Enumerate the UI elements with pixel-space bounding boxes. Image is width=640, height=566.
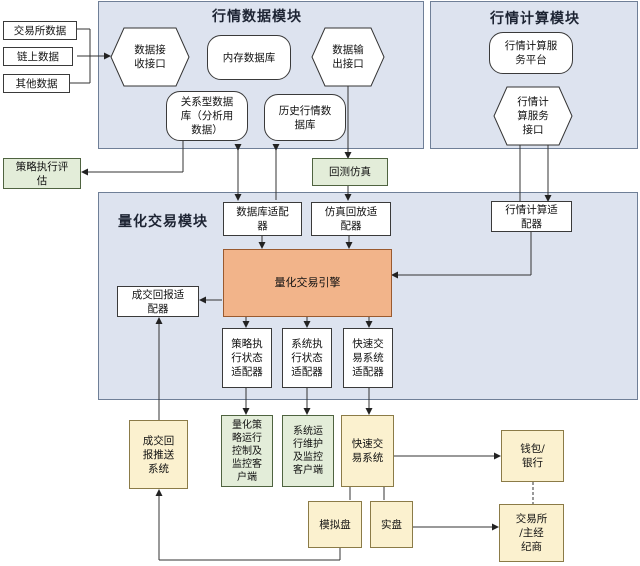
market-calc-service-platform: 行情计算服 务平台 [489, 32, 573, 74]
data-receive-interface: 数据接 收接口 [110, 27, 190, 87]
strategy-execution-evaluation: 策略执行评 估 [3, 158, 81, 189]
fill-report-adapter: 成交回报适 配器 [117, 286, 199, 317]
exchange-data-source: 交易所数据 [3, 21, 77, 40]
data-output-interface-label: 数据输 出接口 [332, 44, 364, 70]
fast-trading-system: 快速交 易系统 [341, 415, 394, 487]
market-calc-service-interface-label: 行情计 算服务 接口 [517, 96, 549, 136]
history-market-database: 历史行情数 据库 [264, 94, 346, 141]
strategy-state-adapter: 策略执 行状态 适配器 [222, 328, 272, 388]
exchange-prime-broker: 交易所 /主经 纪商 [499, 504, 564, 562]
data-output-interface: 数据输 出接口 [311, 27, 385, 87]
fill-push-system: 成交回 报推送 系统 [129, 420, 188, 489]
market-data-module-title: 行情数据模块 [212, 9, 302, 25]
data-receive-interface-label: 数据接 收接口 [134, 44, 166, 70]
system-ops-client: 系统运 行维护 及监控 客户端 [282, 415, 334, 487]
quant-trading-engine: 量化交易引擎 [223, 249, 392, 317]
market-calc-service-interface: 行情计 算服务 接口 [493, 86, 573, 146]
onchain-data-source: 链上数据 [3, 47, 73, 66]
market-calc-module-title: 行情计算模块 [490, 11, 580, 27]
other-data-source: 其他数据 [3, 74, 70, 93]
system-state-adapter: 系统执 行状态 适配器 [282, 328, 332, 388]
fast-trade-system-adapter: 快速交 易系统 适配器 [343, 328, 393, 388]
relational-database: 关系型数据 库（分析用 数据） [166, 91, 248, 141]
wallet-bank: 钱包/ 银行 [501, 430, 564, 482]
quant-strategy-client: 量化策 略运行 控制及 监控客 户端 [221, 415, 273, 487]
sim-backtest-adapter: 仿真回放适 配器 [311, 202, 391, 236]
memory-database: 内存数据库 [207, 35, 291, 80]
real-trading: 实盘 [370, 501, 413, 548]
simulated-trading: 模拟盘 [308, 501, 362, 548]
quant-trade-module-title: 量化交易模块 [118, 214, 208, 230]
database-adapter: 数据库适配 器 [223, 202, 302, 236]
backtest-simulation: 回测仿真 [312, 158, 388, 186]
market-calc-adapter: 行情计算适 配器 [491, 201, 572, 232]
